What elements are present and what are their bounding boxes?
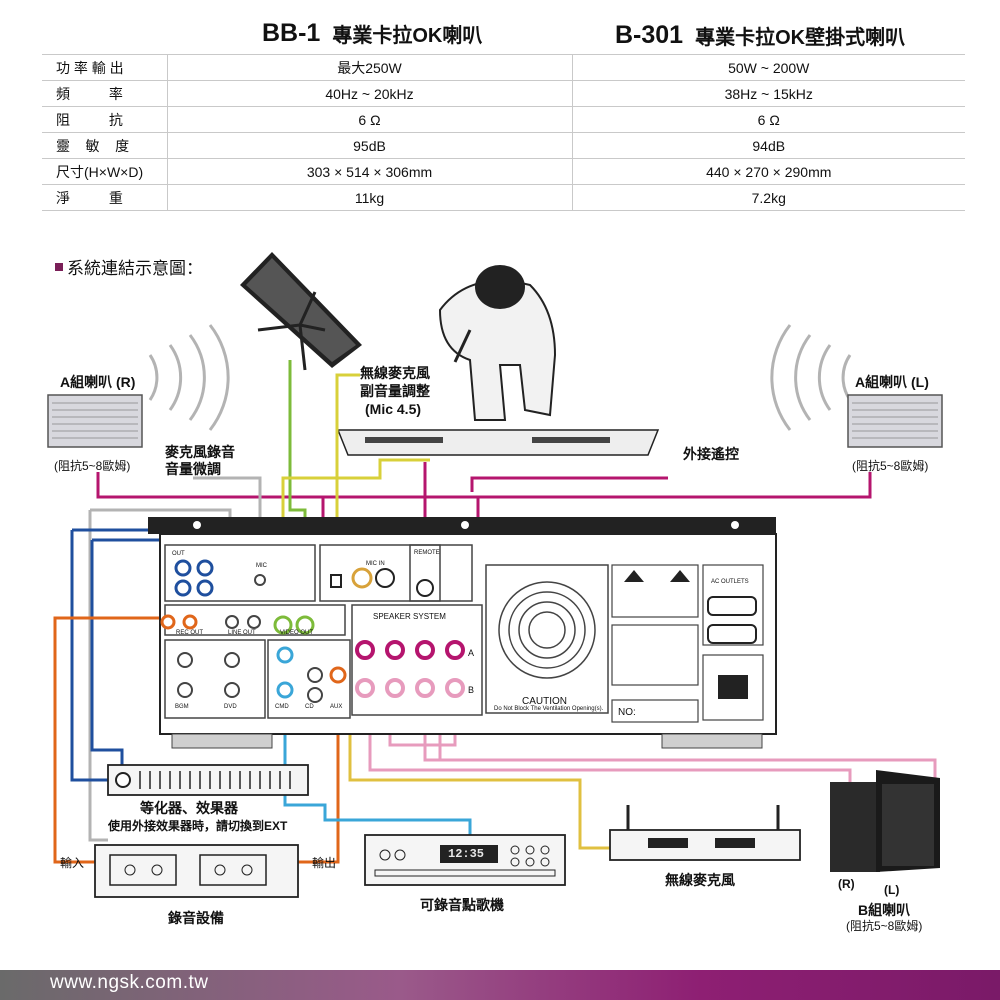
speaker-a-r-icon bbox=[47, 394, 143, 448]
label-input: 輸入 bbox=[60, 856, 85, 870]
label-equalizer: 等化器、效果器 bbox=[140, 800, 238, 816]
label-speaker-a-r-impedance: (阻抗5~8歐姆) bbox=[54, 459, 131, 473]
spec-b301: 7.2kg bbox=[571, 184, 965, 211]
panel-line-out: LINE OUT bbox=[228, 630, 256, 636]
panel-channel-b: B bbox=[468, 685, 475, 695]
label-speaker-a-r: A組喇叭 (R) bbox=[60, 374, 136, 390]
footer-bar: www.ngsk.com.tw bbox=[0, 970, 1000, 1000]
label-remote: 外接遙控 bbox=[683, 446, 739, 462]
spec-bb1: 95dB bbox=[166, 132, 572, 159]
spec-b301: 440 × 270 × 290mm bbox=[571, 158, 965, 185]
label-wireless-mic: 無線麥克風 bbox=[665, 872, 735, 888]
wave-icon bbox=[148, 324, 230, 431]
amplifier-rear-panel bbox=[148, 517, 777, 749]
spec-row: 靈 敏 度 95dB 94dB bbox=[42, 132, 965, 159]
label-speaker-b: B組喇叭 bbox=[858, 902, 911, 918]
label-wireless-mic-vol-line1: 無線麥克風 bbox=[360, 365, 430, 381]
model-bb1: BB-1 bbox=[262, 18, 321, 47]
label-recorder: 錄音設備 bbox=[168, 910, 224, 926]
cassette-recorder-icon bbox=[94, 844, 299, 898]
label-wireless-mic-vol-line3: (Mic 4.5) bbox=[365, 401, 422, 417]
spec-bb1: 6 Ω bbox=[166, 106, 572, 133]
cd-player-icon bbox=[364, 834, 566, 886]
panel-aux: AUX bbox=[330, 704, 343, 710]
wave-icon bbox=[770, 324, 852, 431]
section-title-text: 系統連結示意圖： bbox=[67, 259, 203, 278]
screen-icon bbox=[240, 252, 362, 371]
fan-icon bbox=[498, 581, 596, 679]
spec-row: 功 率 輸 出 最大250W 50W ~ 200W bbox=[42, 54, 965, 81]
mixer-console-icon bbox=[336, 429, 660, 456]
panel-speaker-system: SPEAKER SYSTEM bbox=[373, 612, 446, 621]
panel-cmd: CMD bbox=[275, 704, 289, 710]
panel-channel-a: A bbox=[468, 648, 475, 658]
spec-bb1: 最大250W bbox=[166, 54, 572, 81]
panel-bgm: BGM bbox=[175, 704, 189, 710]
section-title: 系統連結示意圖： bbox=[55, 254, 203, 279]
panel-caution: CAUTION bbox=[522, 696, 567, 707]
panel-remote: REMOTE bbox=[414, 550, 440, 556]
label-speaker-b-impedance: (阻抗5~8歐姆) bbox=[846, 919, 923, 933]
spec-b301: 50W ~ 200W bbox=[571, 54, 965, 81]
panel-ac-outlets: AC OUTLETS bbox=[711, 579, 749, 585]
label-mic-record-line1: 麥克風錄音 bbox=[165, 444, 235, 460]
panel-mic-in: MIC IN bbox=[366, 561, 385, 567]
label-mic-record-line2: 音量微調 bbox=[165, 461, 221, 477]
panel-out: OUT bbox=[172, 551, 185, 557]
footer-url[interactable]: www.ngsk.com.tw bbox=[50, 972, 209, 993]
equalizer-icon bbox=[107, 764, 309, 796]
header-bb1: BB-1 專業卡拉OK喇叭 bbox=[262, 8, 482, 58]
person-icon bbox=[438, 265, 557, 421]
panel-mic: MIC bbox=[256, 563, 267, 569]
wireless-receiver-icon bbox=[609, 805, 801, 861]
panel-rec-out: REC OUT bbox=[176, 630, 203, 636]
spec-b301: 94dB bbox=[571, 132, 965, 159]
spec-bb1: 11kg bbox=[166, 184, 572, 211]
label-speaker-a-l: A組喇叭 (L) bbox=[855, 374, 929, 390]
panel-dvd: DVD bbox=[224, 704, 237, 710]
label-wireless-mic-vol-line2: 副音量調整 bbox=[360, 383, 430, 399]
spec-label: 頻 率 bbox=[42, 80, 167, 107]
label-cd-player: 可錄音點歌機 bbox=[420, 897, 504, 913]
spec-label: 功 率 輸 出 bbox=[42, 54, 167, 81]
spec-label: 淨 重 bbox=[42, 184, 167, 211]
spec-row: 淨 重 11kg 7.2kg bbox=[42, 184, 965, 211]
model-b301: B-301 bbox=[615, 20, 684, 49]
header-b301: B-301 專業卡拉OK壁掛式喇叭 bbox=[615, 10, 905, 60]
cd-display-time: 12:35 bbox=[448, 847, 485, 861]
spec-row: 尺寸(H×W×D) 303 × 514 × 306mm 440 × 270 × … bbox=[42, 158, 965, 185]
speaker-b-icon bbox=[830, 770, 940, 872]
panel-caution-sub: Do Not Block The Ventilation Opening(s). bbox=[494, 706, 604, 712]
spec-bb1: 303 × 514 × 306mm bbox=[166, 158, 572, 185]
desc-bb1: 專業卡拉OK喇叭 bbox=[332, 24, 483, 47]
bullet-square-icon bbox=[55, 262, 63, 271]
label-equalizer-note: 使用外接效果器時，請切換到EXT bbox=[108, 819, 288, 833]
panel-video-out: VIDEO OUT bbox=[280, 630, 314, 636]
desc-b301: 專業卡拉OK壁掛式喇叭 bbox=[695, 26, 906, 49]
spec-table: 功 率 輸 出 最大250W 50W ~ 200W 頻 率 40Hz ~ 20k… bbox=[42, 54, 965, 211]
label-speaker-b-r: (R) bbox=[838, 877, 855, 891]
label-speaker-a-l-impedance: (阻抗5~8歐姆) bbox=[852, 459, 929, 473]
speaker-a-l-icon bbox=[847, 394, 943, 448]
panel-no: NO: bbox=[618, 707, 636, 718]
label-output: 輸出 bbox=[312, 856, 337, 870]
panel-cd: CD bbox=[305, 704, 314, 710]
label-speaker-b-l: (L) bbox=[884, 883, 900, 897]
